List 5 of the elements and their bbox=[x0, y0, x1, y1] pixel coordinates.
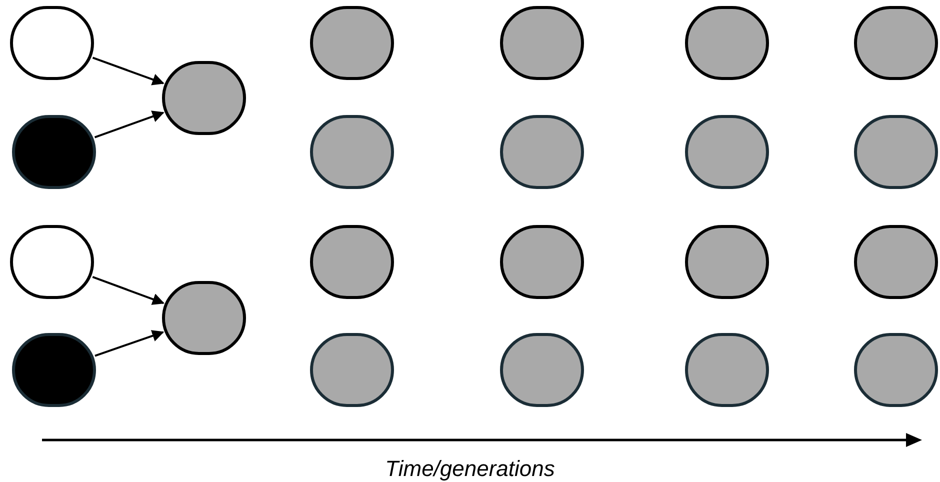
arrow bbox=[92, 56, 164, 86]
arrow bbox=[94, 330, 164, 357]
arrow bbox=[94, 110, 164, 138]
arrow bbox=[92, 276, 164, 305]
axis-label: Time/generations bbox=[384, 455, 556, 482]
